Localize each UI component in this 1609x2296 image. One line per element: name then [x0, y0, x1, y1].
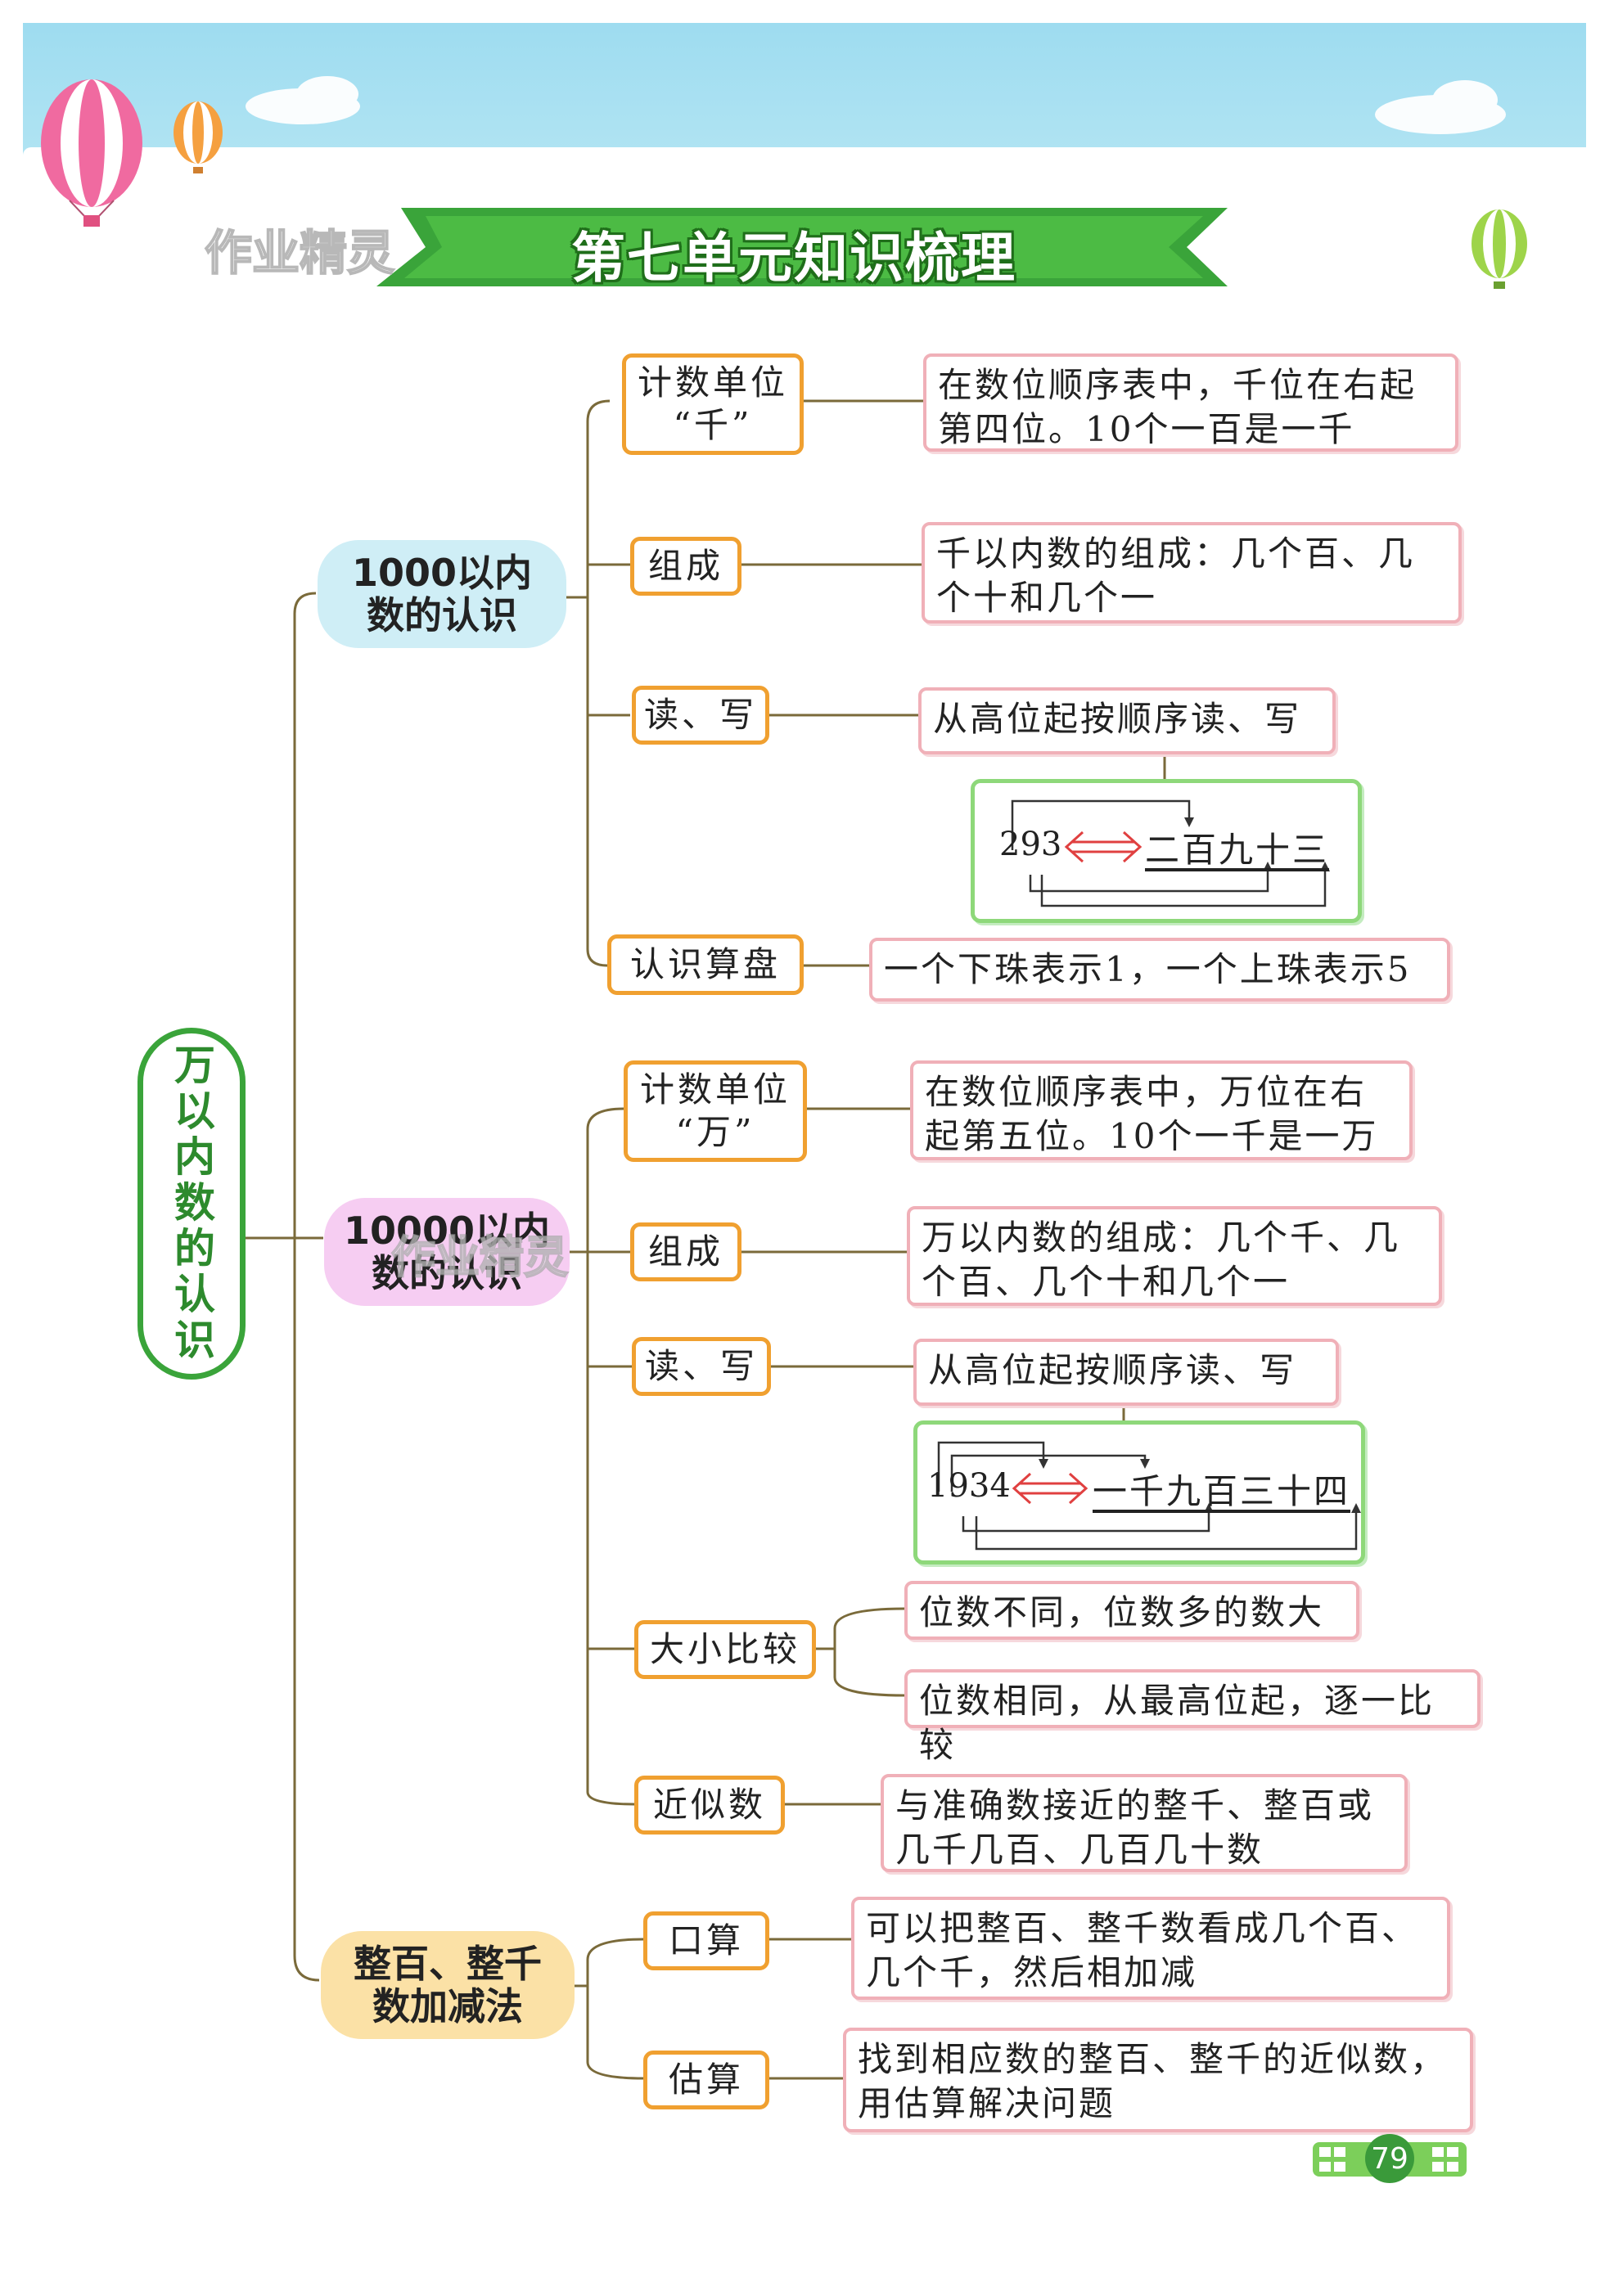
node-compare: 大小比较	[634, 1620, 816, 1679]
desc-compare-digits-same: 位数相同，从最高位起，逐一比较	[904, 1669, 1481, 1765]
desc-read-write-1000: 从高位起按顺序读、写	[918, 687, 1336, 754]
cloud-icon	[246, 76, 1506, 134]
node-approximate: 近似数	[634, 1776, 785, 1835]
node-composition-10000: 组成	[630, 1222, 741, 1281]
node-abacus: 认识算盘	[607, 934, 804, 995]
example-1934: 1934 一千九百三十四	[913, 1420, 1365, 1564]
example-words: 二百九十三	[1145, 830, 1330, 870]
example-words: 一千九百三十四	[1093, 1471, 1351, 1511]
desc-compare-digits-different: 位数不同，位数多的数大	[904, 1581, 1359, 1640]
desc-abacus: 一个下珠表示1，一个上珠表示5	[869, 938, 1450, 1002]
root-label: 万以内数的认识	[168, 1043, 215, 1364]
title-banner	[376, 208, 1228, 286]
example-number: 1934	[927, 1467, 1011, 1505]
category-add-subtract: 整百、整千 数加减法	[321, 1931, 575, 2039]
node-read-write-10000: 读、写	[632, 1337, 771, 1396]
double-arrow-icon	[1064, 831, 1143, 863]
decorations	[41, 76, 1527, 289]
example-number: 293	[999, 826, 1062, 863]
node-mental-math: 口算	[643, 1911, 769, 1970]
category-1000: 1000以内 数的认识	[318, 540, 566, 648]
desc-read-write-10000: 从高位起按顺序读、写	[913, 1339, 1339, 1406]
example-arrows	[937, 1441, 1361, 1551]
double-arrow-icon	[1012, 1472, 1088, 1505]
watermark: 作业精灵	[204, 224, 395, 281]
page-title: 第七单元知识梳理	[571, 227, 1016, 290]
category-label: 整百、整千 数加减法	[354, 1942, 542, 2028]
hot-air-balloon-icon	[174, 101, 223, 173]
desc-estimation: 找到相应数的整百、整千的近似数， 用估算解决问题	[843, 2028, 1473, 2132]
page-number: 79	[1365, 2134, 1414, 2183]
desc-approximate: 与准确数接近的整千、整百或 几千几百、几百几十数	[881, 1774, 1408, 1872]
hot-air-balloon-icon	[1472, 209, 1527, 289]
category-10000: 10000以内 数的认识	[324, 1198, 570, 1306]
desc-unit-thousand: 在数位顺序表中，千位在右起 第四位。10个一百是一千	[923, 353, 1458, 452]
watermark: 作业精灵	[390, 1231, 569, 1284]
desc-mental-math: 可以把整百、整千数看成几个百、 几个千，然后相加减	[851, 1897, 1450, 2000]
node-estimation: 估算	[643, 2051, 769, 2109]
example-arrows	[1011, 799, 1330, 907]
desc-composition-1000: 千以内数的组成：几个百、几 个十和几个一	[922, 522, 1462, 624]
node-composition-1000: 组成	[630, 537, 741, 596]
example-293: 293 二百九十三	[971, 779, 1362, 923]
node-read-write-1000: 读、写	[632, 686, 769, 745]
desc-composition-10000: 万以内数的组成：几个千、几 个百、几个十和几个一	[907, 1206, 1442, 1306]
category-label: 1000以内 数的认识	[351, 551, 533, 637]
category-label: 10000以内 数的认识	[343, 1209, 551, 1295]
node-unit-thousand: 计数单位 “千”	[622, 353, 804, 455]
desc-unit-ten-thousand: 在数位顺序表中，万位在右 起第五位。10个一千是一万	[910, 1060, 1413, 1160]
node-unit-ten-thousand: 计数单位 “万”	[624, 1060, 807, 1162]
hot-air-balloon-icon	[41, 79, 142, 227]
root-node: 万以内数的认识	[137, 1028, 246, 1380]
